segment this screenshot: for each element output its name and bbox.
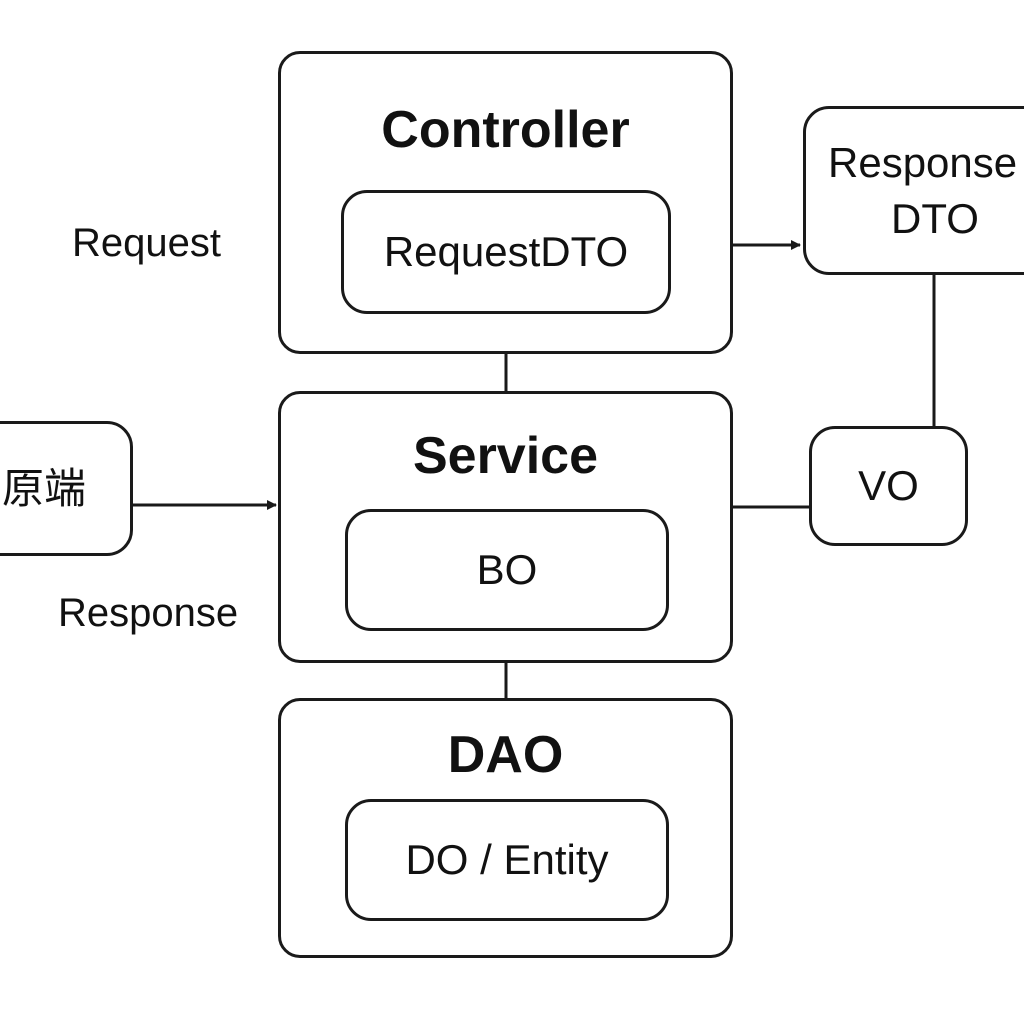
dao-layer: DAO DO / Entity (278, 698, 733, 958)
controller-title: Controller (381, 101, 630, 159)
dao-title: DAO (447, 726, 564, 784)
controller-layer: Controller RequestDTO (278, 51, 733, 354)
response-dto-box: Response DTO (803, 106, 1024, 275)
do-entity-box: DO / Entity (345, 799, 669, 921)
response-label: Response (58, 591, 239, 635)
client-label: 原端 (1, 464, 86, 512)
vo-label: VO (858, 462, 919, 509)
bo-box: BO (345, 509, 669, 631)
vo-box: VO (809, 426, 968, 546)
request-label: Request (72, 221, 221, 265)
response-dto-line1: Response (828, 138, 1018, 186)
client-box: 原端 (0, 421, 133, 556)
request-dto-box: RequestDTO (341, 190, 671, 314)
service-layer: Service BO (278, 391, 733, 663)
service-title: Service (412, 427, 599, 485)
response-dto-line2: DTO (891, 194, 979, 242)
